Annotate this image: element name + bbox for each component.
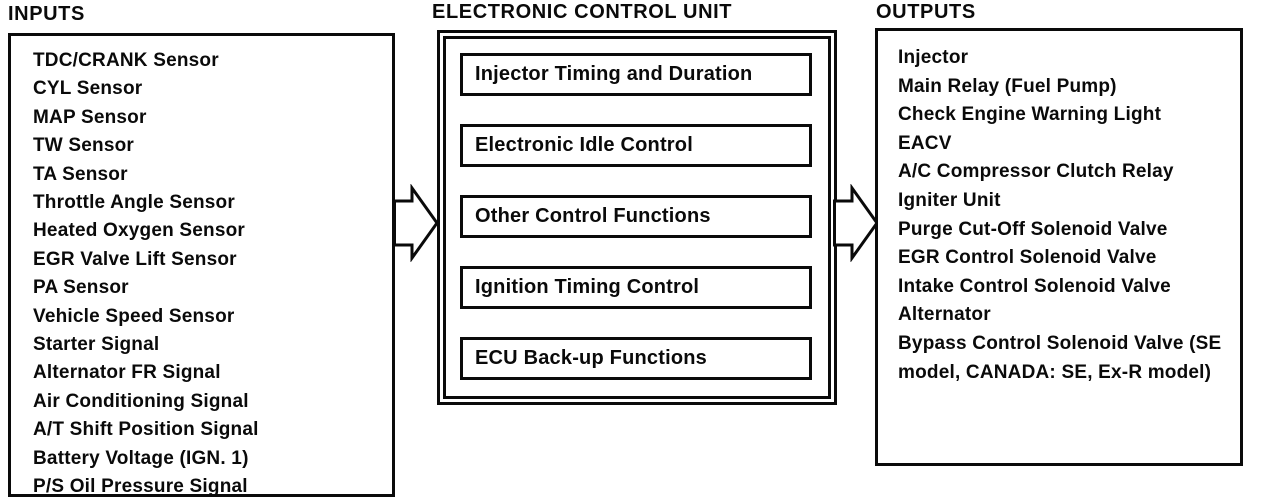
- ecu-to-output-right-block-arrow-icon: [833, 184, 879, 262]
- input-item: Starter Signal: [33, 334, 160, 356]
- output-item: Purge Cut-Off Solenoid Valve: [898, 218, 1168, 240]
- input-item: EGR Valve Lift Sensor: [33, 248, 237, 270]
- ecu-function-box: ECU Back-up Functions: [460, 337, 812, 380]
- output-item: EGR Control Solenoid Valve: [898, 247, 1157, 269]
- output-item: Igniter Unit: [898, 189, 1001, 211]
- input-item: CYL Sensor: [33, 78, 143, 100]
- output-item: Intake Control Solenoid Valve: [898, 275, 1171, 297]
- input-item: TA Sensor: [33, 163, 128, 185]
- ecu-function-box: Injector Timing and Duration: [460, 53, 812, 96]
- output-item: Alternator: [898, 304, 991, 326]
- ecu-function-box: Electronic Idle Control: [460, 124, 812, 167]
- input-item: PA Sensor: [33, 277, 129, 299]
- input-item: Heated Oxygen Sensor: [33, 220, 246, 242]
- output-item: Bypass Control Solenoid Valve (SE model,…: [898, 332, 1222, 383]
- output-item: A/C Compressor Clutch Relay: [898, 161, 1174, 183]
- output-item: Main Relay (Fuel Pump): [898, 75, 1117, 97]
- ecu-title: ELECTRONIC CONTROL UNIT: [432, 1, 733, 23]
- ecu-function-box: Ignition Timing Control: [460, 266, 812, 309]
- input-item: Alternator FR Signal: [33, 362, 221, 384]
- input-to-ecu-right-block-arrow-icon: [393, 184, 439, 262]
- outputs-title: OUTPUTS: [876, 1, 976, 23]
- input-item: P/S Oil Pressure Signal: [33, 476, 248, 498]
- output-item: Injector: [898, 47, 969, 68]
- inputs-title: INPUTS: [8, 3, 85, 25]
- input-item: TW Sensor: [33, 135, 135, 157]
- input-item: Air Conditioning Signal: [33, 390, 249, 412]
- input-item: Battery Voltage (IGN. 1): [33, 447, 249, 469]
- input-item: TDC/CRANK Sensor: [33, 50, 219, 71]
- output-item: Check Engine Warning Light: [898, 104, 1162, 126]
- input-item: A/T Shift Position Signal: [33, 419, 259, 441]
- output-item: EACV: [898, 132, 952, 154]
- ecu-function-box: Other Control Functions: [460, 195, 812, 238]
- input-item: Throttle Angle Sensor: [33, 192, 235, 214]
- input-item: MAP Sensor: [33, 106, 147, 128]
- input-item: Vehicle Speed Sensor: [33, 305, 235, 327]
